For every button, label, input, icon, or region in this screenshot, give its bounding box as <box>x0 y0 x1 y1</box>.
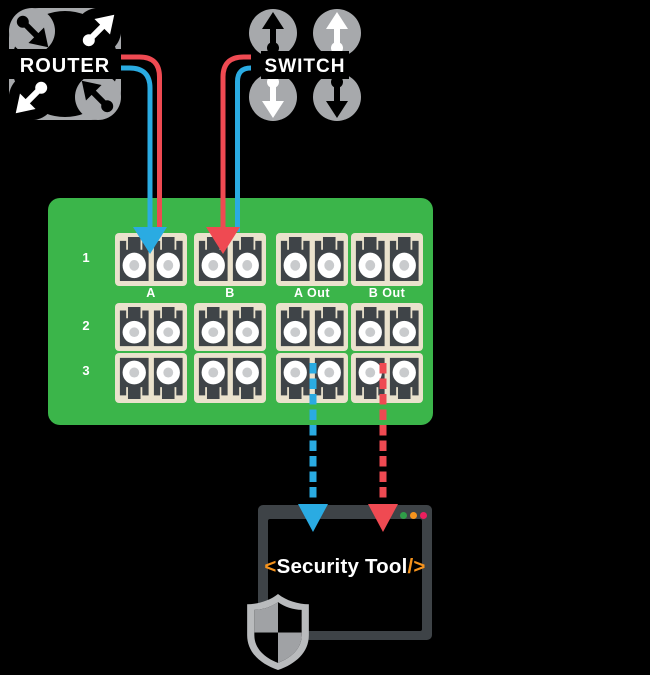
window-controls <box>400 512 427 519</box>
lc-connector-icon <box>280 307 310 347</box>
lc-connector-icon <box>198 357 228 399</box>
port-label-a: A <box>146 286 156 300</box>
lc-connector-icon <box>198 237 228 282</box>
port-group-a-row2 <box>115 303 187 351</box>
lc-connector-icon <box>355 307 385 347</box>
security-tool-name: Security Tool <box>276 555 408 578</box>
lc-connector-icon <box>198 307 228 347</box>
code-open-bracket: < <box>264 555 277 578</box>
security-tool-window: <Security Tool/> <box>258 505 432 640</box>
port-group-b-out-row2 <box>351 303 423 351</box>
lc-connector-icon <box>119 357 149 399</box>
port-group-b-row1 <box>194 233 266 286</box>
lc-connector-icon <box>153 307 183 347</box>
port-group-a-out-row3 <box>276 353 348 403</box>
lc-connector-icon <box>314 357 344 399</box>
port-group-b-out-row1 <box>351 233 423 286</box>
lc-connector-icon <box>314 307 344 347</box>
port-group-a-row3 <box>115 353 187 403</box>
lc-connector-icon <box>153 237 183 282</box>
port-group-a-out-row1 <box>276 233 348 286</box>
lc-connector-icon <box>280 357 310 399</box>
switch-label: SWITCH <box>265 56 346 77</box>
lc-connector-icon <box>389 307 419 347</box>
tap-panel: 1 2 3 A B A Out B Out <box>48 198 433 425</box>
lc-connector-icon <box>153 357 183 399</box>
code-close-bracket: /> <box>407 555 426 578</box>
tap-row-label-2: 2 <box>82 318 90 333</box>
port-group-b-row3 <box>194 353 266 403</box>
shield-icon <box>247 593 309 671</box>
port-group-a-out-row2 <box>276 303 348 351</box>
port-group-b-row2 <box>194 303 266 351</box>
port-group-a-row1 <box>115 233 187 286</box>
tap-row-label-3: 3 <box>82 363 90 378</box>
lc-connector-icon <box>355 357 385 399</box>
lc-connector-icon <box>232 307 262 347</box>
port-label-b: B <box>225 286 235 300</box>
router-label: ROUTER <box>20 55 110 77</box>
switch-icon: SWITCH <box>249 9 361 121</box>
port-group-b-out-row3 <box>351 353 423 403</box>
lc-connector-icon <box>280 237 310 282</box>
tap-row-label-1: 1 <box>82 250 90 265</box>
lc-connector-icon <box>232 237 262 282</box>
window-dot-pink-icon <box>420 512 427 519</box>
lc-connector-icon <box>389 237 419 282</box>
lc-connector-icon <box>389 357 419 399</box>
port-label-a-out: A Out <box>293 286 331 300</box>
router-icon: ROUTER <box>7 6 123 122</box>
port-label-b-out: B Out <box>368 286 406 300</box>
lc-connector-icon <box>314 237 344 282</box>
security-tool-title: <Security Tool/> <box>264 555 425 579</box>
lc-connector-icon <box>355 237 385 282</box>
lc-connector-icon <box>119 237 149 282</box>
window-dot-orange-icon <box>410 512 417 519</box>
lc-connector-icon <box>232 357 262 399</box>
lc-connector-icon <box>119 307 149 347</box>
window-dot-green-icon <box>400 512 407 519</box>
